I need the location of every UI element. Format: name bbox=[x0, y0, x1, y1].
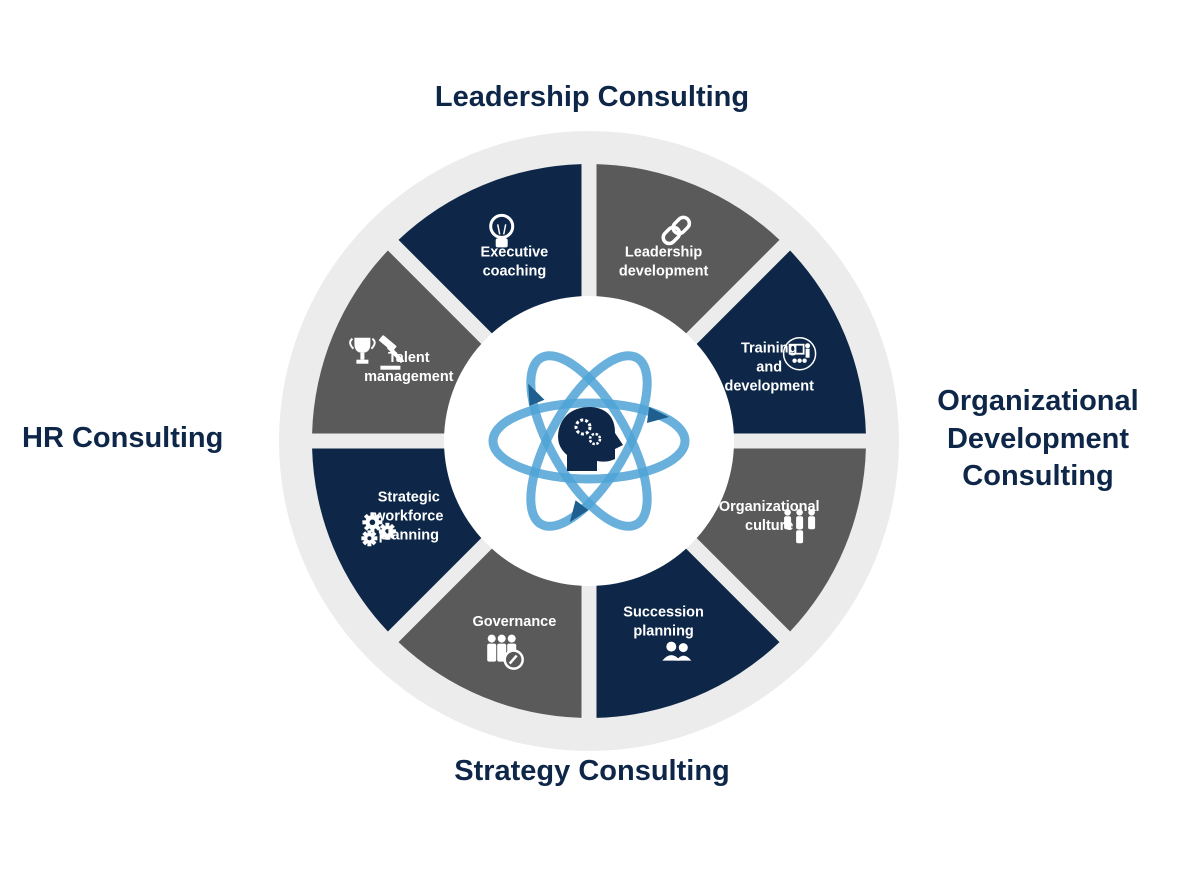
trophy-gavel-icon bbox=[349, 335, 404, 370]
segment-label-line: Strategic bbox=[378, 490, 440, 506]
segment-label-line: management bbox=[364, 369, 454, 385]
segment-label-line: culture bbox=[745, 518, 793, 534]
segment-label-line: Executive bbox=[481, 244, 549, 260]
category-hr-consulting: HR Consulting bbox=[22, 422, 224, 454]
segment-talent-management: Talent management bbox=[312, 250, 485, 434]
segment-shape bbox=[596, 164, 780, 337]
category-line: Development bbox=[946, 422, 1130, 455]
segment-shape bbox=[398, 545, 582, 718]
segment-shape bbox=[312, 250, 485, 434]
segment-label-line: Organizational bbox=[719, 499, 820, 515]
segment-label-line: Succession bbox=[623, 605, 704, 621]
segment-succession-planning: Succession planning bbox=[596, 545, 780, 718]
category-line: Organizational bbox=[937, 385, 1139, 417]
head-gears-orbit-icon bbox=[488, 351, 690, 531]
users-icon bbox=[662, 641, 692, 661]
segment-label: Leadership development bbox=[619, 244, 709, 279]
segment-label-line: workforce bbox=[373, 509, 443, 525]
category-organizational-development-consulting: Organizational Development Consulting bbox=[918, 383, 1158, 496]
segment-organizational-culture: Organizational culture bbox=[693, 448, 866, 632]
head-icon bbox=[558, 407, 623, 471]
segment-label-line: Talent bbox=[388, 350, 430, 366]
segment-shape bbox=[596, 545, 780, 718]
segment-label-line: Training bbox=[741, 340, 797, 356]
orbit-arrow bbox=[526, 351, 652, 531]
segment-leadership-development: Leadership development bbox=[596, 164, 780, 337]
segment-executive-coaching: Executive coaching bbox=[398, 164, 582, 337]
orbit-arrow bbox=[488, 398, 690, 484]
lightbulb-icon bbox=[489, 213, 515, 248]
orbit-arrow bbox=[526, 351, 652, 531]
segment-label: Succession planning bbox=[623, 605, 704, 640]
segment-label-line: coaching bbox=[483, 263, 547, 279]
segment-governance: Governance bbox=[398, 545, 582, 718]
segment-label-line: planning bbox=[633, 624, 693, 640]
segment-shape bbox=[312, 448, 485, 632]
segment-label: Organizational culture bbox=[719, 499, 820, 534]
segment-shape bbox=[693, 250, 866, 434]
segment-label-line: development bbox=[619, 263, 709, 279]
segment-label-line: planning bbox=[379, 528, 439, 544]
category-strategy-consulting: Strategy Consulting bbox=[454, 755, 730, 787]
team-edit-icon bbox=[487, 634, 524, 670]
segment-label: Governance bbox=[472, 614, 556, 630]
segment-shape bbox=[693, 448, 866, 632]
segment-label-line: Leadership bbox=[625, 244, 702, 260]
segment-label: Strategic workforce planning bbox=[373, 490, 443, 544]
segment-label-line: and bbox=[756, 359, 782, 375]
segment-label: Executive coaching bbox=[481, 244, 549, 279]
gears-icon bbox=[361, 512, 396, 547]
segment-shape bbox=[398, 164, 582, 337]
category-line: Consulting bbox=[962, 460, 1114, 493]
segment-label-line: development bbox=[724, 378, 814, 394]
presentation-icon bbox=[782, 336, 817, 371]
segment-label-line: Governance bbox=[472, 614, 556, 630]
segment-label: Talent management bbox=[364, 350, 454, 385]
category-leadership-consulting: Leadership Consulting bbox=[434, 81, 750, 113]
segment-label: Training and development bbox=[724, 340, 814, 394]
people-group-icon bbox=[784, 509, 816, 544]
segment-strategic-workforce-planning: Strategic workforce planning bbox=[312, 448, 485, 632]
chain-link-icon bbox=[661, 215, 692, 246]
segment-training-and-development: Training and development bbox=[693, 250, 866, 434]
